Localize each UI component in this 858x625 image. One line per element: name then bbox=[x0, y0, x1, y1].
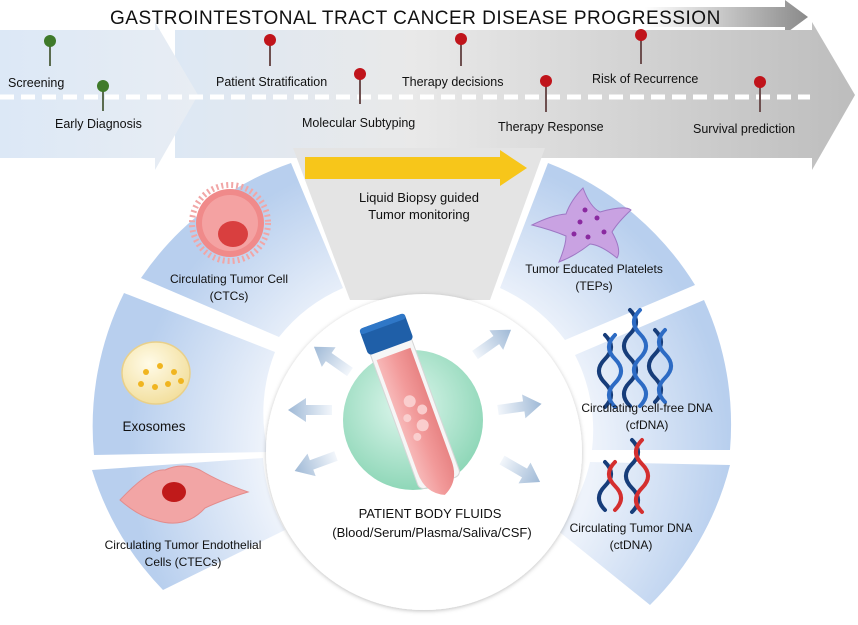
title-group: GASTROINTESTONAL TRACT CANCER DISEASE PR… bbox=[110, 0, 808, 34]
dna-helix-icon bbox=[597, 438, 650, 514]
arrow-to-cfdna-icon bbox=[497, 394, 542, 419]
funnel-shape bbox=[293, 148, 545, 300]
pin-icon bbox=[97, 80, 109, 111]
dna-helix-icon bbox=[597, 308, 673, 409]
segment-tep bbox=[500, 163, 695, 340]
title-arrow bbox=[645, 0, 808, 34]
ctc-label: (CTCs) bbox=[210, 289, 249, 303]
stage-label: Risk of Recurrence bbox=[592, 72, 698, 86]
pin-icon bbox=[455, 33, 467, 66]
ctec-label: Circulating Tumor Endothelial bbox=[105, 538, 262, 552]
ctc-cell-icon bbox=[189, 182, 271, 264]
tep-label: (TEPs) bbox=[575, 279, 612, 293]
pin-icon bbox=[635, 29, 647, 64]
arrow-to-ctc-icon bbox=[313, 346, 353, 377]
arrow-to-exosomes-icon bbox=[288, 398, 332, 422]
endothelial-cell-icon bbox=[119, 465, 250, 524]
arrow-to-ctec-icon bbox=[294, 451, 338, 477]
timeline-stage-labels: Screening Early Diagnosis Patient Strati… bbox=[8, 72, 795, 136]
arrow-to-tep-icon bbox=[472, 329, 512, 360]
body-fluids-subtitle: (Blood/Serum/Plasma/Saliva/CSF) bbox=[332, 525, 531, 540]
platelet-icon bbox=[530, 187, 632, 263]
test-tube-icon bbox=[359, 313, 460, 495]
stage-label: Early Diagnosis bbox=[55, 117, 142, 131]
timeline bbox=[0, 22, 855, 170]
stage-label: Survival prediction bbox=[693, 122, 795, 136]
ctec-label: Cells (CTECs) bbox=[145, 555, 222, 569]
page-title: GASTROINTESTONAL TRACT CANCER DISEASE PR… bbox=[110, 8, 721, 29]
liquid-biopsy-label: Liquid Biopsy guided bbox=[359, 190, 479, 205]
exosome-icon bbox=[121, 341, 191, 405]
tep-label: Tumor Educated Platelets bbox=[525, 262, 663, 276]
biomarker-labels: Circulating Tumor Cell (CTCs) Exosomes C… bbox=[105, 262, 713, 569]
pin-icon bbox=[354, 68, 366, 104]
liquid-biopsy-label: Tumor monitoring bbox=[368, 207, 469, 222]
liquid-biopsy-funnel: Liquid Biopsy guided Tumor monitoring bbox=[293, 148, 545, 300]
body-fluids-title: PATIENT BODY FLUIDS bbox=[359, 506, 502, 521]
pin-icon bbox=[44, 35, 56, 66]
ctc-label: Circulating Tumor Cell bbox=[170, 272, 288, 286]
stage-label: Therapy decisions bbox=[402, 75, 503, 89]
exosomes-label: Exosomes bbox=[122, 419, 185, 434]
yellow-arrow-icon bbox=[305, 150, 527, 186]
radiating-arrows bbox=[288, 329, 542, 484]
timeline-pins bbox=[44, 29, 766, 112]
pin-icon bbox=[264, 34, 276, 66]
cfdna-label: (cfDNA) bbox=[626, 418, 669, 432]
ctdna-label: (ctDNA) bbox=[610, 538, 653, 552]
cfdna-label: Circulating cell-free DNA bbox=[581, 401, 712, 415]
stage-label: Molecular Subtyping bbox=[302, 116, 415, 130]
stage-label: Patient Stratification bbox=[216, 75, 327, 89]
stage-label: Screening bbox=[8, 76, 64, 90]
arrow-to-ctdna-icon bbox=[499, 455, 541, 484]
pin-icon bbox=[754, 76, 766, 112]
pin-icon bbox=[540, 75, 552, 112]
stage-label: Therapy Response bbox=[498, 120, 604, 134]
ctdna-label: Circulating Tumor DNA bbox=[570, 521, 693, 535]
